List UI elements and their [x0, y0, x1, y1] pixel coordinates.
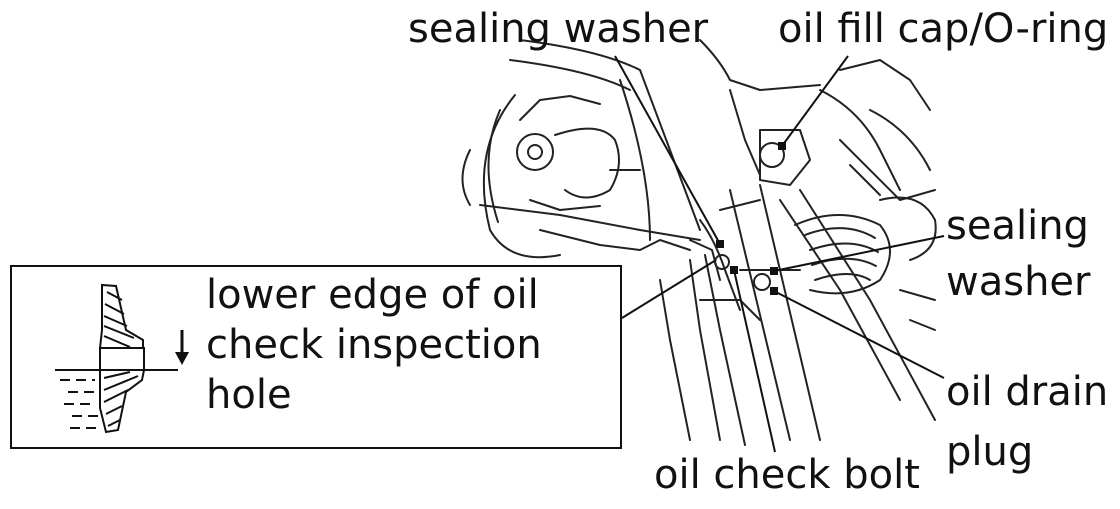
inset-caption-line: hole [206, 372, 292, 418]
label-line: washer [946, 259, 1091, 305]
label-oil-fill-cap: oil fill cap/O-ring [778, 6, 1109, 52]
inset-caption: lower edge of oil check inspection hole [206, 270, 542, 420]
label-oil-check-bolt: oil check bolt [654, 452, 920, 498]
label-oil-drain-plug: oil drain plug [946, 362, 1108, 482]
inset-caption-line: check inspection [206, 322, 542, 368]
label-line: plug [946, 429, 1034, 475]
label-line: oil drain [946, 369, 1109, 415]
label-sealing-washer-right: sealing washer [946, 198, 1090, 310]
inset-caption-line: lower edge of oil [206, 272, 539, 318]
down-arrow-icon [175, 352, 189, 365]
label-line: sealing [946, 203, 1089, 249]
label-sealing-washer-top: sealing washer [408, 6, 709, 52]
